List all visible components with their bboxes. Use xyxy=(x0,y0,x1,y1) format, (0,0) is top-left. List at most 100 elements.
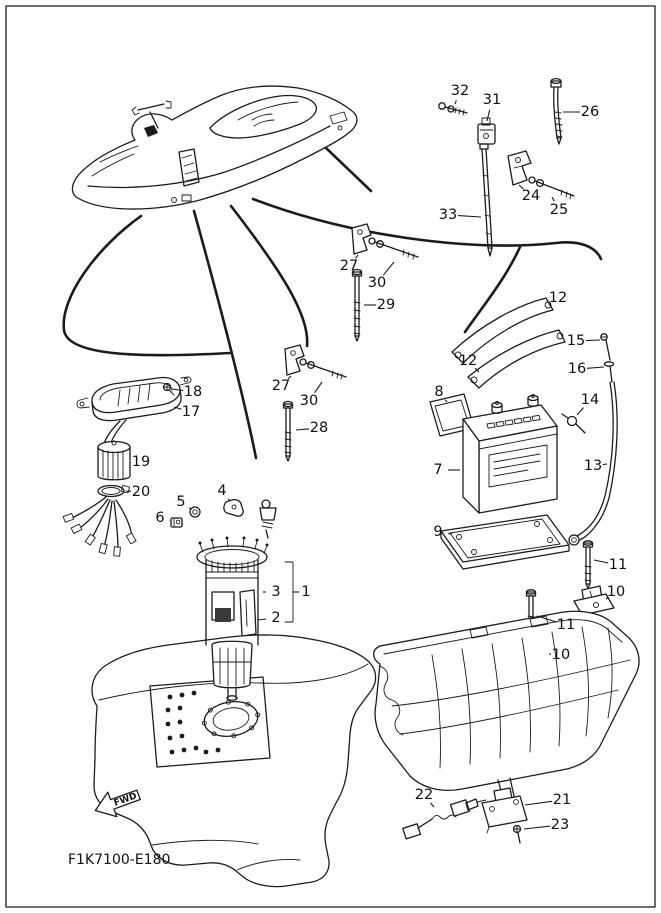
callout-27: 27 xyxy=(272,378,290,394)
part-15-screw xyxy=(600,333,611,361)
callout-29: 29 xyxy=(377,297,395,313)
callout-leader-2 xyxy=(256,618,267,621)
part-5-grommet xyxy=(189,506,201,518)
part-6-clip xyxy=(170,517,183,528)
pump-window xyxy=(215,608,231,622)
part-16-washer xyxy=(603,361,615,383)
part-21-bracket xyxy=(481,787,528,834)
callout-leader-4 xyxy=(227,498,231,502)
callout-27: 27 xyxy=(340,258,358,274)
part-9-tray xyxy=(440,514,570,570)
part-11-bolt-right xyxy=(582,540,594,589)
part-13-cable xyxy=(568,381,618,546)
hull-decal xyxy=(178,148,200,187)
part-27-bracket-upper xyxy=(351,223,372,255)
callout-leader-27 xyxy=(287,375,292,380)
callout-leader-30 xyxy=(382,261,395,276)
callout-22: 22 xyxy=(415,787,433,803)
part-14-clip xyxy=(561,413,586,434)
callout-2: 2 xyxy=(271,610,280,626)
tank-bolt-dots xyxy=(165,690,221,755)
callout-20: 20 xyxy=(132,484,150,500)
part-22-sensor xyxy=(402,798,487,840)
callout-7: 7 xyxy=(433,462,442,478)
battery-terminals xyxy=(491,394,539,414)
callout-8: 8 xyxy=(434,384,443,400)
callout-leader-28 xyxy=(295,428,310,431)
callout-1: 1 xyxy=(301,584,310,600)
callout-12: 12 xyxy=(459,353,477,369)
diagram-code: F1K7100-E180 xyxy=(68,852,170,868)
callout-18: 18 xyxy=(184,384,202,400)
fuel-tank xyxy=(91,634,377,888)
callout-23: 23 xyxy=(551,817,569,833)
callout-30: 30 xyxy=(300,393,318,409)
callout-leader-31 xyxy=(486,109,491,122)
callout-28: 28 xyxy=(310,420,328,436)
wire-harness xyxy=(62,496,137,557)
part-30-screw-upper xyxy=(368,237,419,260)
part-33-rod xyxy=(479,143,493,257)
callout-4: 4 xyxy=(217,483,226,499)
callout-9: 9 xyxy=(433,524,442,540)
filler-opening xyxy=(201,699,261,739)
callout-leader-32 xyxy=(454,100,457,105)
callout-5: 5 xyxy=(176,494,185,510)
part-29-bolt xyxy=(351,268,363,342)
callout-25: 25 xyxy=(550,202,568,218)
callout-16: 16 xyxy=(568,361,586,377)
mirror xyxy=(144,125,158,137)
handlebar xyxy=(131,100,172,129)
watercraft-overview xyxy=(71,85,358,210)
part-2-bracket xyxy=(239,589,257,637)
part-27-bracket-lower xyxy=(284,344,305,376)
callout-leader-18 xyxy=(171,388,184,392)
callout-10: 10 xyxy=(552,647,570,663)
ride-plate xyxy=(372,610,640,799)
callout-13: 13 xyxy=(584,458,602,474)
callout-10: 10 xyxy=(607,584,625,600)
part-32-screw xyxy=(438,102,468,116)
callout-leader-11 xyxy=(536,615,557,623)
callout-leader-5 xyxy=(188,507,192,510)
callout-leader-33 xyxy=(457,215,482,218)
part-26-bolt xyxy=(550,77,563,145)
callout-32: 32 xyxy=(451,83,469,99)
callout-leader-27 xyxy=(354,254,359,259)
callout-leader-11 xyxy=(593,559,609,564)
callout-19: 19 xyxy=(132,454,150,470)
callout-33: 33 xyxy=(439,207,457,223)
callout-14: 14 xyxy=(581,392,599,408)
battery-label xyxy=(488,444,548,488)
flange-studs xyxy=(198,536,269,554)
callout-leader-24 xyxy=(518,184,524,190)
part-12-straps xyxy=(451,297,566,389)
callout-leader-8 xyxy=(444,399,448,403)
callout-leader-22 xyxy=(429,802,435,808)
page-border xyxy=(5,5,656,908)
pointer-curves xyxy=(62,124,603,460)
callout-21: 21 xyxy=(553,792,571,808)
part-28-bolt xyxy=(282,400,294,462)
callout-leader-15 xyxy=(585,339,601,342)
callout-leader-23 xyxy=(523,825,551,830)
callout-leader-25 xyxy=(551,196,555,202)
seat xyxy=(209,94,318,139)
part-10-bracket-right xyxy=(573,585,615,616)
callout-leader-17 xyxy=(173,406,182,410)
pump-reservoir xyxy=(211,640,253,701)
part-4-clip xyxy=(223,498,244,517)
part-31-bracket xyxy=(477,117,496,145)
callout-leader-16 xyxy=(586,366,605,369)
part-17-electrical-unit xyxy=(76,376,192,447)
part-19-relay xyxy=(97,440,131,481)
callout-30: 30 xyxy=(368,275,386,291)
part-30-screw-lower xyxy=(299,358,347,380)
part-24-bracket xyxy=(507,150,532,186)
part-7-battery xyxy=(462,394,558,514)
callout-12: 12 xyxy=(549,290,567,306)
callout-leader-12 xyxy=(474,367,480,373)
callout-leader-21 xyxy=(524,800,553,806)
